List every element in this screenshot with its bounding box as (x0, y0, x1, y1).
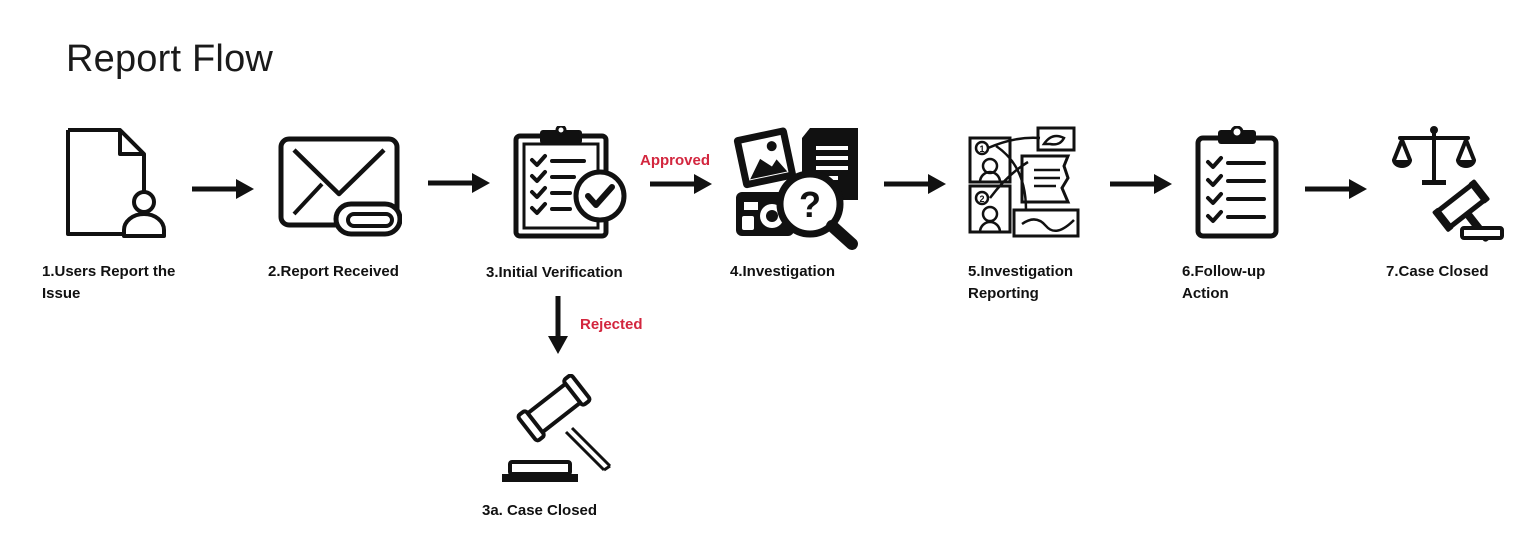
step-3-label: 3.Initial Verification (486, 264, 623, 281)
svg-text:1: 1 (979, 144, 984, 154)
envelope-attachment-icon (278, 136, 402, 237)
step-7-label: 7.Case Closed (1386, 263, 1489, 280)
clipboard-check-icon (513, 126, 627, 239)
step-2-label: 2.Report Received (268, 263, 399, 280)
svg-text:2: 2 (979, 194, 984, 204)
step-5-label: 5.Investigation Reporting (968, 263, 1074, 302)
page-title: Report Flow (66, 38, 274, 80)
user-document-icon (66, 128, 166, 238)
evidence-board-icon: 1 2 (968, 126, 1080, 238)
investigation-evidence-icon: ? (733, 127, 858, 250)
step-6-label: 6.Follow-up Action (1182, 263, 1266, 302)
arrow-4-to-5 (884, 174, 946, 194)
arrow-6-to-7 (1305, 179, 1367, 199)
rejected-label: Rejected (580, 316, 643, 333)
gavel-icon (502, 374, 612, 482)
approved-label: Approved (640, 152, 711, 169)
arrow-3-to-3a (548, 296, 568, 354)
step-4-label: 4.Investigation (730, 263, 836, 280)
step-3a-label: 3a. Case Closed (482, 502, 598, 519)
arrow-3-to-4 (650, 174, 712, 194)
clipboard-checklist-icon (1195, 126, 1279, 239)
step-1-label: 1.Users Report the Issue (42, 263, 176, 302)
arrow-1-to-2 (192, 179, 254, 199)
arrow-5-to-6 (1110, 174, 1172, 194)
svg-text:?: ? (799, 184, 821, 225)
scales-gavel-icon (1392, 126, 1504, 242)
arrow-2-to-3 (428, 173, 490, 193)
